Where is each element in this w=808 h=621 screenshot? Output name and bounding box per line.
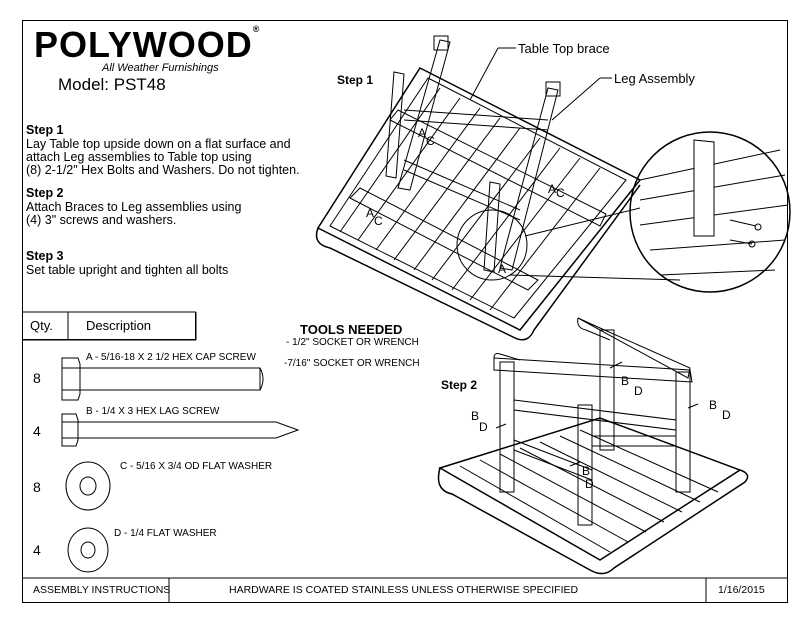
model-number: Model: PST48: [58, 75, 166, 94]
tool-item: - 1/2" SOCKET OR WRENCH: [286, 337, 419, 348]
footer-assembly-instructions: ASSEMBLY INSTRUCTIONS: [33, 584, 171, 596]
col-header-description: Description: [86, 318, 152, 333]
marker-b: B: [709, 398, 718, 412]
tool-item: -7/16" SOCKET OR WRENCH: [284, 358, 420, 369]
hardware-qty-c: 8: [33, 479, 41, 495]
hardware-icons: [61, 357, 300, 573]
marker-c: C: [374, 214, 383, 228]
marker-a: A: [548, 182, 557, 196]
step1-table: [315, 35, 681, 341]
instr-step1-heading: Step 1: [26, 123, 64, 137]
hardware-qty-a: 8: [33, 370, 41, 386]
instr-line: Lay Table top upside down on a flat surf…: [26, 137, 291, 151]
marker-a: A: [498, 262, 507, 276]
tools-heading: TOOLS NEEDED: [300, 322, 403, 337]
hardware-desc-c: C - 5/16 X 3/4 OD FLAT WASHER: [120, 461, 273, 472]
marker-a: A: [366, 206, 375, 220]
marker-b: B: [582, 464, 591, 478]
marker-b: B: [621, 374, 630, 388]
diagram1-step-label: Step 1: [337, 73, 374, 87]
callout-leg-assembly: Leg Assembly: [614, 71, 695, 86]
instr-step1-text: Lay Table top upside down on a flat surf…: [26, 138, 300, 177]
brand-tagline: All Weather Furnishings: [102, 62, 219, 74]
col-header-qty: Qty.: [30, 318, 53, 333]
instr-line: Set table upright and tighten all bolts: [26, 263, 229, 277]
hardware-desc-d: D - 1/4 FLAT WASHER: [114, 528, 217, 539]
instr-step3-text: Set table upright and tighten all bolts: [26, 264, 228, 277]
detail-circle: [629, 131, 791, 293]
marker-a: A: [418, 126, 427, 140]
instr-line: (8) 2-1/2" Hex Bolts and Washers. Do not…: [26, 163, 300, 177]
footer-hardware-note: HARDWARE IS COATED STAINLESS UNLESS OTHE…: [229, 584, 579, 596]
instr-line: Attach Braces to Leg assemblies using: [26, 200, 242, 214]
diagram2-step-label: Step 2: [441, 378, 478, 392]
marker-c: C: [556, 186, 565, 200]
instr-line: (4) 3" screws and washers.: [26, 213, 177, 227]
instr-step2-text: Attach Braces to Leg assemblies using (4…: [26, 201, 241, 227]
callout-table-top-brace: Table Top brace: [518, 41, 610, 56]
hardware-qty-b: 4: [33, 423, 41, 439]
marker-c: C: [426, 134, 435, 148]
marker-d: D: [479, 420, 488, 434]
brand-logo: POLYWOOD®: [34, 24, 261, 65]
instr-line: attach Leg assemblies to Table top using: [26, 150, 252, 164]
marker-d: D: [585, 477, 594, 491]
hardware-qty-d: 4: [33, 542, 41, 558]
step2-table: [437, 317, 749, 575]
hardware-desc-b: B - 1/4 X 3 HEX LAG SCREW: [86, 406, 220, 417]
marker-d: D: [634, 384, 643, 398]
marker-b: B: [471, 409, 480, 423]
instr-step3-heading: Step 3: [26, 249, 64, 263]
marker-d: D: [722, 408, 731, 422]
instr-step2-heading: Step 2: [26, 186, 64, 200]
footer-date: 1/16/2015: [718, 584, 765, 596]
hardware-desc-a: A - 5/16-18 X 2 1/2 HEX CAP SCREW: [86, 352, 256, 363]
